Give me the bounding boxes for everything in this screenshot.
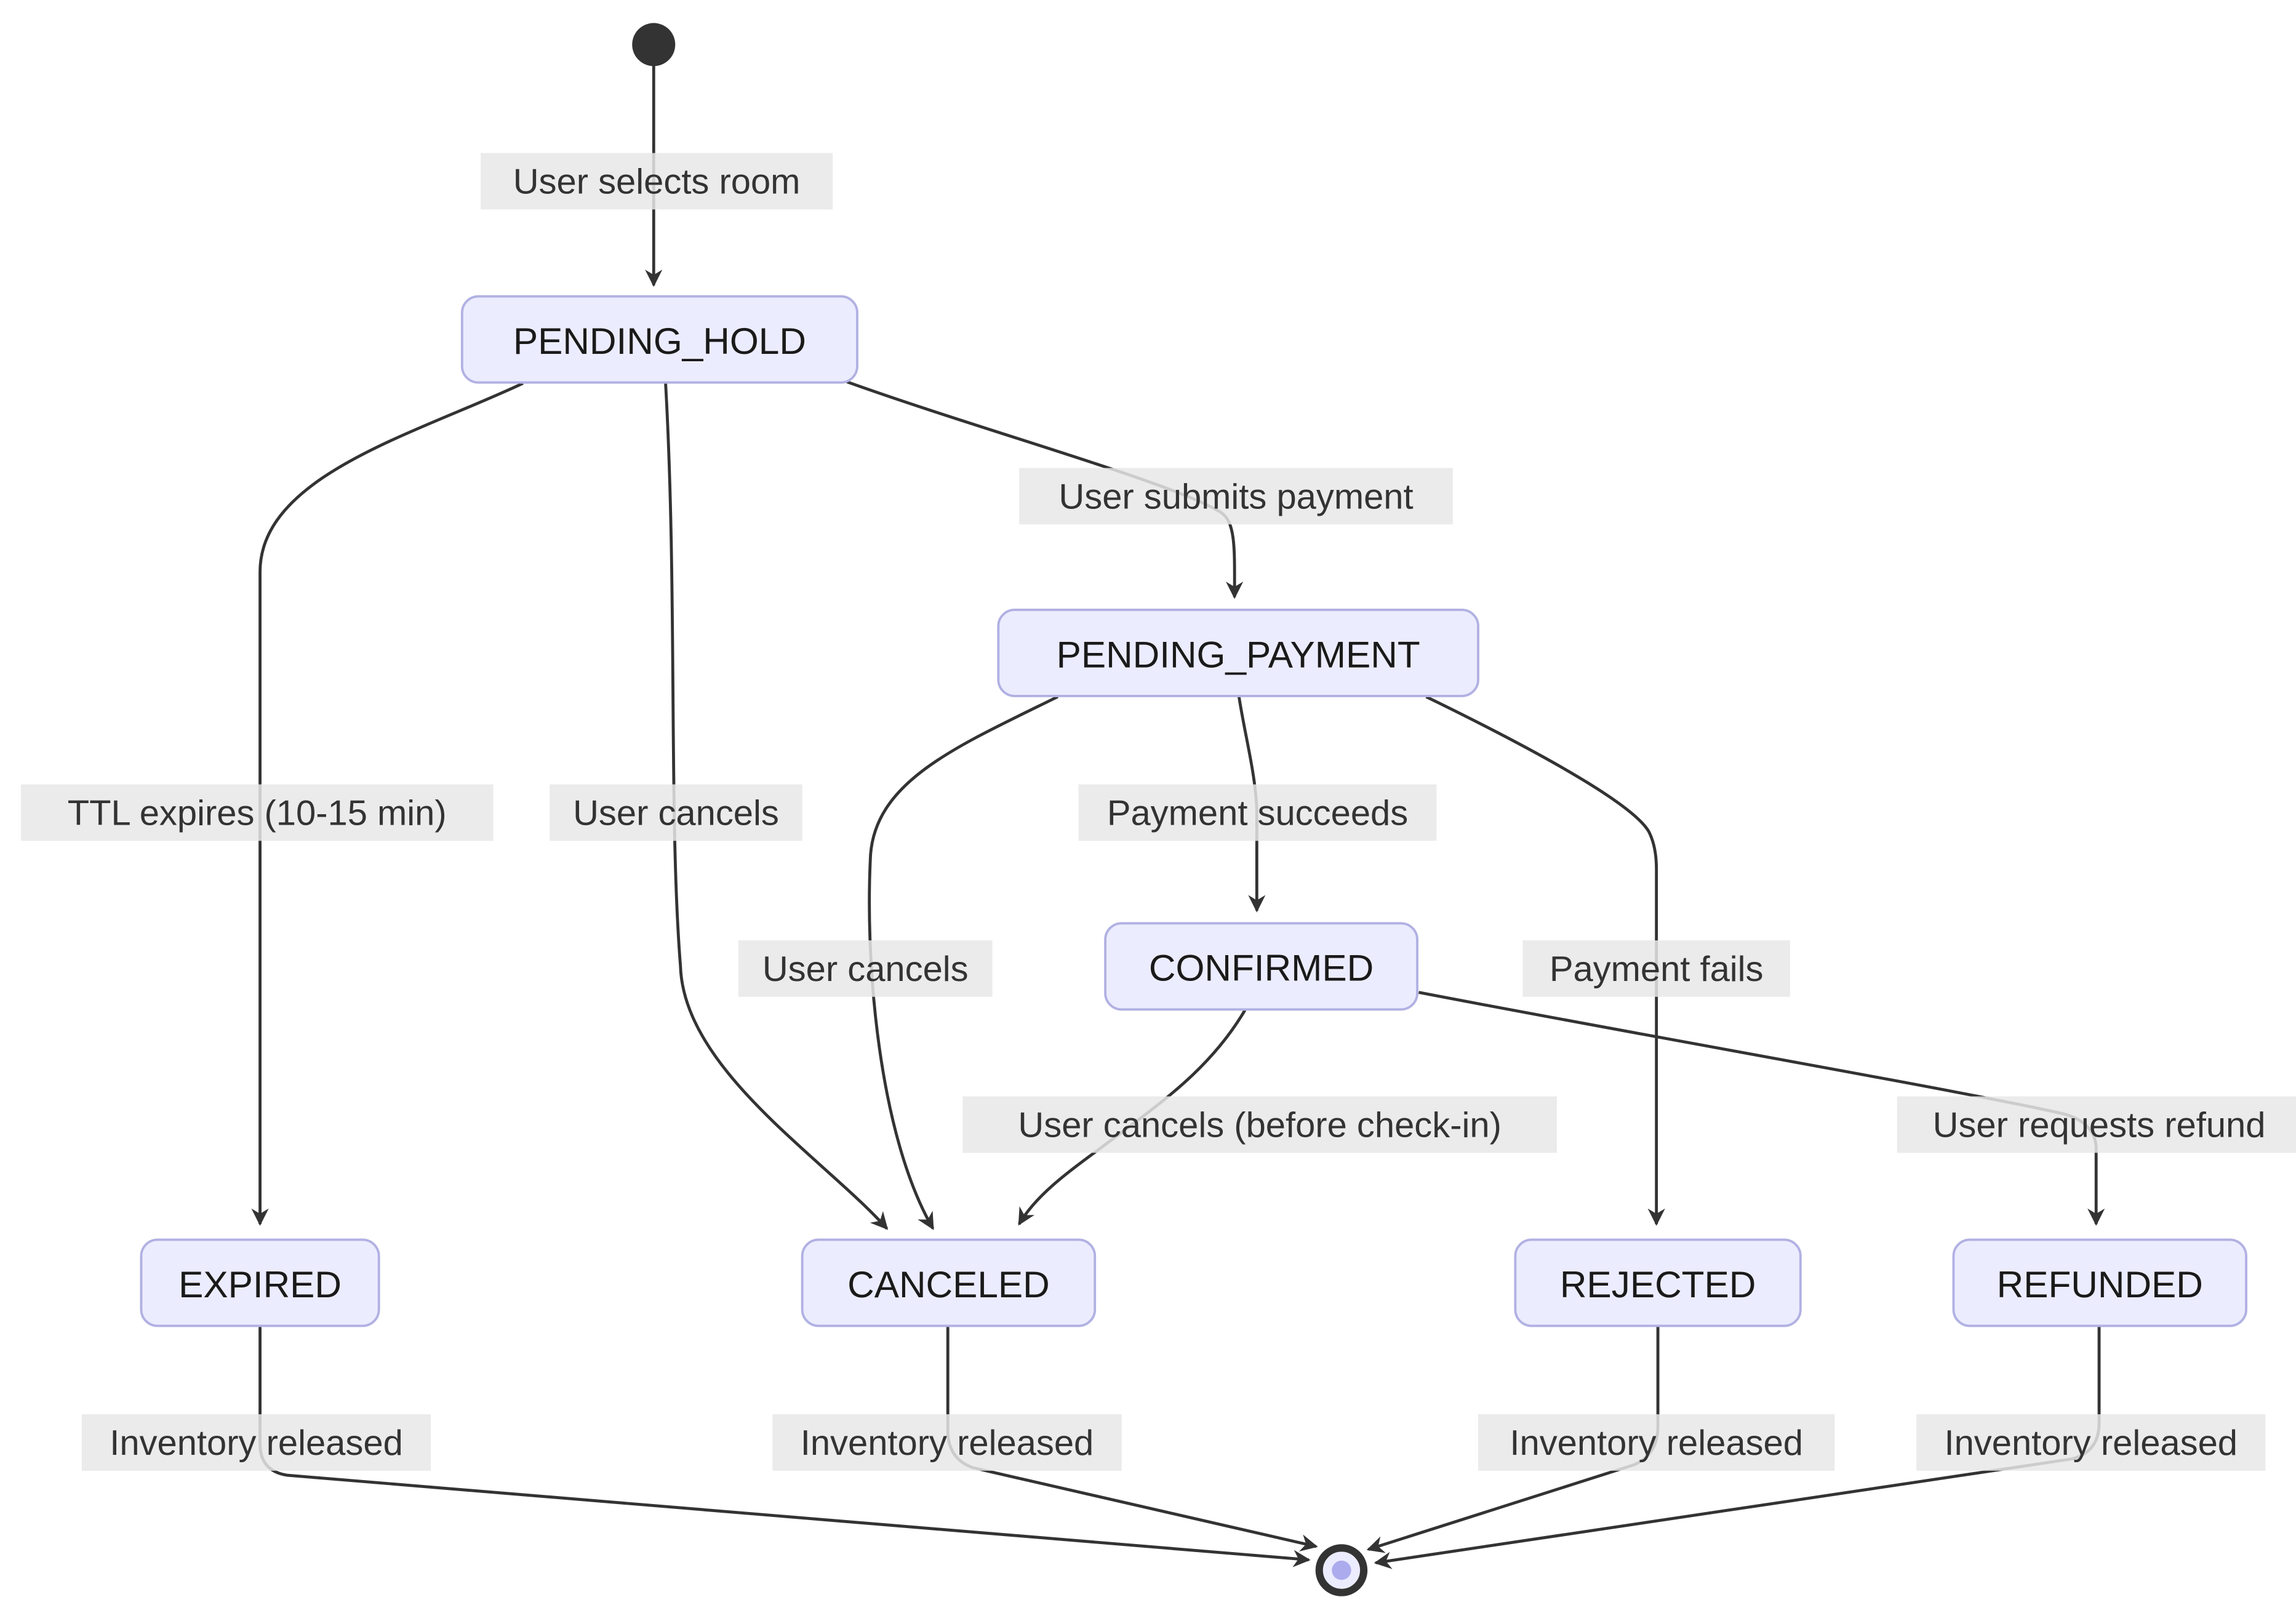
edge-pending-hold-to-expired <box>251 382 524 1226</box>
final-state-icon <box>1315 1544 1368 1596</box>
label-bg <box>772 1414 1122 1471</box>
transition-label-text: Inventory released <box>1944 1423 2238 1463</box>
state-label: EXPIRED <box>178 1263 342 1305</box>
transition-label-refunded-to-end: Inventory released <box>1916 1414 2266 1471</box>
state-box <box>1952 1238 2247 1327</box>
state-box <box>1104 922 1418 1011</box>
label-bg <box>1019 468 1453 525</box>
transition-label-confirmed-to-canceled: User cancels (before check-in) <box>962 1096 1557 1153</box>
state-box <box>140 1238 380 1327</box>
state-expired: EXPIRED <box>140 1238 380 1327</box>
transition-label-text: User selects room <box>513 162 801 202</box>
edge-labels: User selects room TTL expires (10-15 min… <box>20 153 2296 1471</box>
label-bg <box>962 1096 1557 1153</box>
state-label: PENDING_PAYMENT <box>1057 633 1420 675</box>
transition-label-payment-to-confirmed: Payment succeeds <box>1078 784 1437 841</box>
state-confirmed: CONFIRMED <box>1104 922 1418 1011</box>
state-rejected: REJECTED <box>1514 1238 1802 1327</box>
transition-label-text: User cancels <box>573 794 779 833</box>
label-bg <box>1478 1414 1835 1471</box>
label-bg <box>738 940 993 997</box>
transition-label-hold-to-canceled: User cancels <box>550 784 802 841</box>
transition-label-text: Inventory released <box>801 1423 1094 1463</box>
state-box <box>997 608 1479 697</box>
edge-pending-hold-to-canceled <box>664 383 889 1230</box>
transition-label-text: User submits payment <box>1058 477 1413 516</box>
transition-label-text: Inventory released <box>110 1423 403 1463</box>
label-bg <box>481 153 833 210</box>
state-refunded: REFUNDED <box>1952 1238 2247 1327</box>
transition-label-expired-to-end: Inventory released <box>81 1414 431 1471</box>
label-bg <box>1916 1414 2266 1471</box>
transition-label-payment-to-rejected: Payment fails <box>1522 940 1790 997</box>
label-bg <box>1522 940 1790 997</box>
final-state-dot <box>1332 1560 1351 1580</box>
label-bg <box>20 784 494 841</box>
transition-label-confirmed-to-refunded: User requests refund <box>1897 1096 2296 1153</box>
state-box <box>801 1238 1097 1327</box>
transition-label-text: User cancels (before check-in) <box>1018 1106 1501 1145</box>
transition-label-rejected-to-end: Inventory released <box>1478 1414 1835 1471</box>
label-bg <box>81 1414 431 1471</box>
transition-label-canceled-to-end: Inventory released <box>772 1414 1122 1471</box>
state-label: CANCELED <box>847 1263 1050 1305</box>
transition-label-text: User cancels <box>762 950 969 989</box>
transition-label-text: Payment succeeds <box>1107 794 1408 833</box>
state-label: REFUNDED <box>1997 1263 2203 1305</box>
state-box <box>460 295 858 384</box>
transition-label-text: Inventory released <box>1510 1423 1803 1463</box>
transition-label-payment-to-canceled: User cancels <box>738 940 993 997</box>
transition-label-hold-to-payment: User submits payment <box>1019 468 1453 525</box>
state-box <box>1514 1238 1802 1327</box>
label-bg <box>550 784 802 841</box>
state-label: PENDING_HOLD <box>513 320 806 362</box>
state-label: REJECTED <box>1560 1263 1756 1305</box>
label-bg <box>1897 1096 2296 1153</box>
edge-pending-payment-to-canceled <box>868 695 1058 1230</box>
transition-label-text: TTL expires (10-15 min) <box>68 794 447 833</box>
transition-label-hold-to-expired: TTL expires (10-15 min) <box>20 784 494 841</box>
transition-label-start-to-pending-hold: User selects room <box>481 153 833 210</box>
state-pending-payment: PENDING_PAYMENT <box>997 608 1479 697</box>
transition-label-text: Payment fails <box>1550 950 1764 989</box>
edge-pending-payment-to-rejected <box>1425 695 1665 1226</box>
label-bg <box>1078 784 1437 841</box>
transition-label-text: User requests refund <box>1933 1106 2266 1145</box>
state-label: CONFIRMED <box>1149 947 1374 989</box>
state-canceled: CANCELED <box>801 1238 1097 1327</box>
state-pending-hold: PENDING_HOLD <box>460 295 858 384</box>
nodes: PENDING_HOLD PENDING_PAYMENT CONFIRMED E… <box>140 23 2247 1596</box>
start-state-icon <box>632 23 676 66</box>
